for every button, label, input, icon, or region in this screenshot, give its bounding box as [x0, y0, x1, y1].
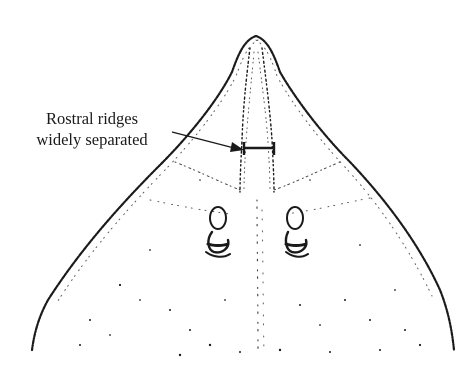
disc-right-edge-inner [256, 40, 432, 296]
disc-right-edge [256, 36, 454, 350]
rostral-ridge-right-2 [258, 52, 270, 190]
right-nostril [286, 207, 308, 257]
disc-left-edge [32, 36, 256, 350]
midline-stipple-2 [262, 210, 264, 355]
shoulder-stipple-right [274, 162, 340, 190]
ridge-separation-marker [244, 142, 274, 155]
annotation-line-2: widely separated [2, 129, 182, 150]
rostral-ridge-right [262, 48, 274, 192]
rostral-ridge-left-2 [244, 52, 254, 190]
annotation-line-1: Rostral ridges [2, 108, 182, 129]
midline-stipple [257, 200, 258, 355]
annotation-label: Rostral ridges widely separated [2, 108, 182, 150]
shoulder-band-right [286, 198, 370, 214]
rostral-ridge-left [240, 48, 250, 192]
left-nostril [206, 207, 230, 257]
disc-outline [32, 36, 454, 350]
ventral-dots [79, 179, 421, 356]
shoulder-stipple-left [175, 162, 240, 190]
rostral-ridges [240, 48, 274, 355]
shoulder-stipple [150, 162, 370, 214]
